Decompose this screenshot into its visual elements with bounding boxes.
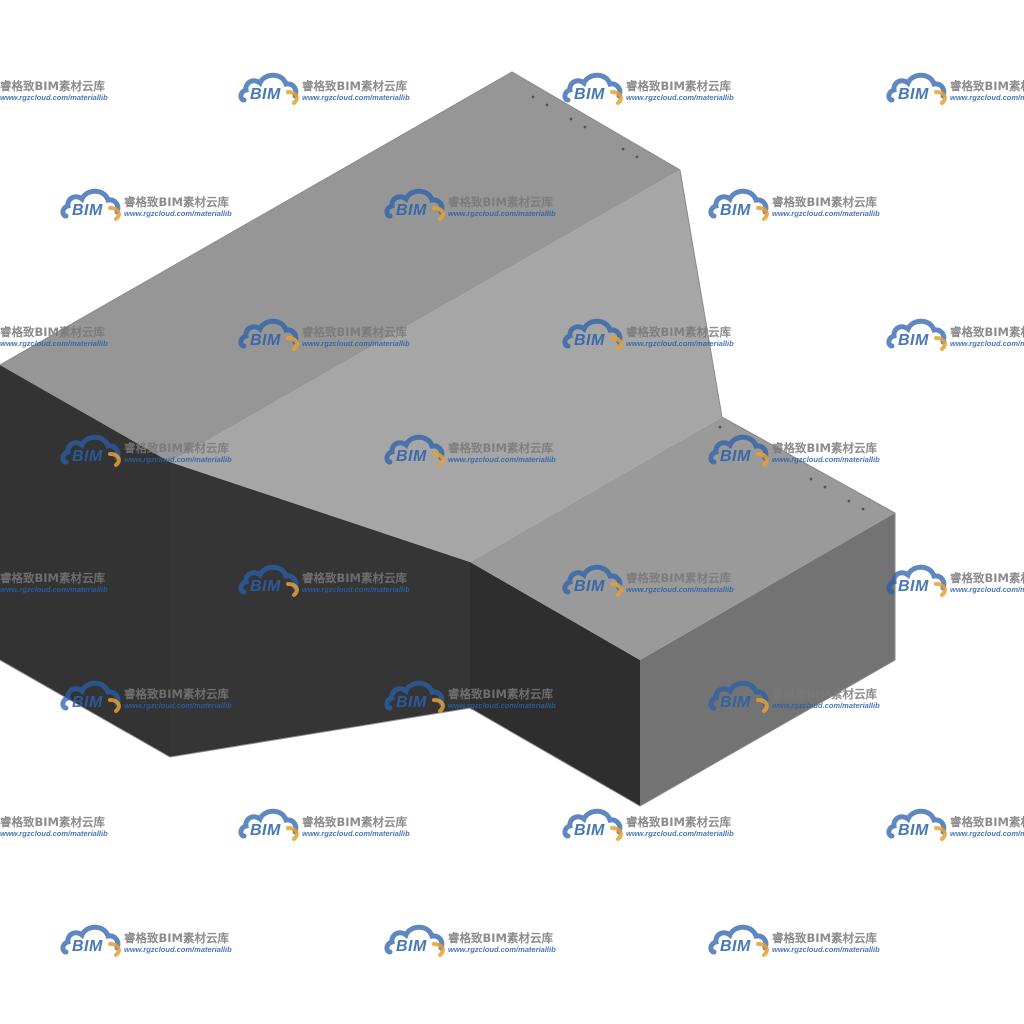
inlet-top-face [0, 72, 680, 462]
outlet-side-face [640, 513, 895, 806]
connector-dots [531, 95, 865, 511]
outlet-top-face [470, 417, 895, 660]
left-end-face [0, 365, 170, 757]
outlet-front-face [470, 562, 640, 806]
transition-top-face [170, 170, 722, 562]
